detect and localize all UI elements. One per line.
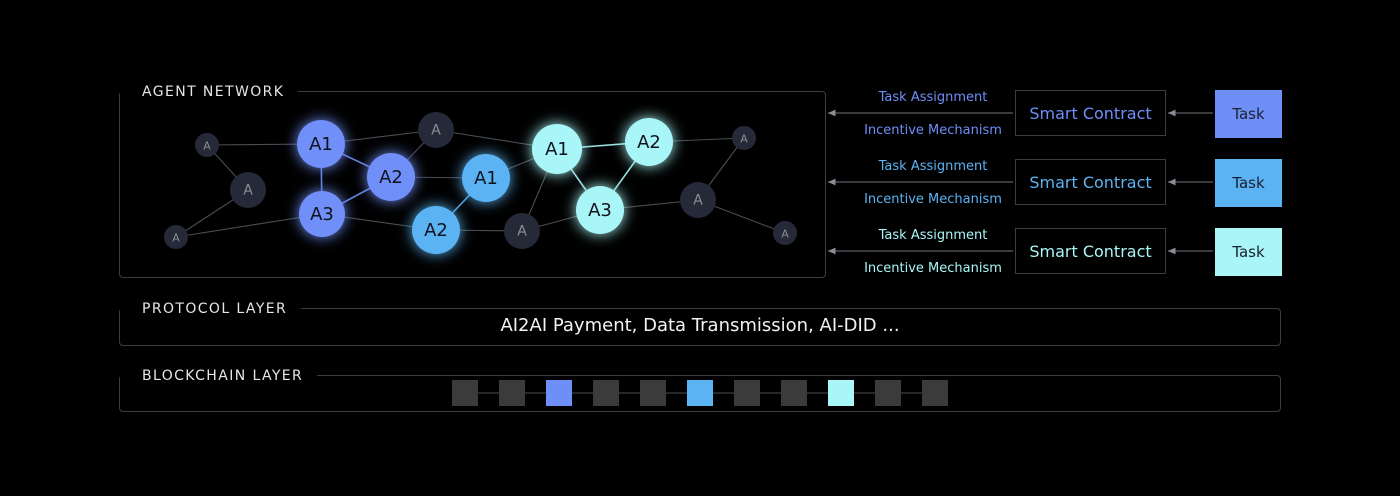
agent-node-n11: A1 [532, 124, 582, 174]
agent-node-n12: A3 [576, 186, 624, 234]
agent-node-n1: A [195, 133, 219, 157]
agent-node-label: A [243, 183, 253, 199]
task-assignment-label-3: Task Assignment [878, 228, 988, 243]
smart-contract-box-1: Smart Contract [1015, 90, 1166, 136]
task-box-3: Task [1215, 228, 1282, 276]
agent-node-n8: A1 [462, 154, 510, 202]
agent-node-n14: A [680, 182, 716, 218]
task-box-2: Task [1215, 159, 1282, 207]
smart-contract-box-2: Smart Contract [1015, 159, 1166, 205]
agent-node-n6: A2 [367, 153, 415, 201]
block-4 [593, 380, 619, 406]
incentive-mechanism-label-3: Incentive Mechanism [864, 261, 1002, 276]
block-3 [546, 380, 572, 406]
agent-node-label: A [172, 232, 180, 245]
protocol-layer-title: PROTOCOL LAYER [120, 299, 302, 319]
flow-arrows [828, 109, 1213, 255]
agent-node-label: A2 [424, 220, 448, 241]
block-2 [499, 380, 525, 406]
smart-contract-box-3: Smart Contract [1015, 228, 1166, 274]
block-6 [687, 380, 713, 406]
agent-node-n2: A [230, 172, 266, 208]
agent-node-n9: A2 [412, 206, 460, 254]
task-assignment-label-2: Task Assignment [878, 159, 988, 174]
agent-node-label: A1 [309, 134, 333, 155]
agent-node-label: A3 [310, 204, 334, 225]
protocol-layer-panel: PROTOCOL LAYER AI2AI Payment, Data Trans… [119, 299, 1281, 346]
agent-node-label: A [693, 193, 703, 209]
agent-node-label: A3 [588, 200, 612, 221]
agent-node-label: A [203, 140, 211, 153]
agent-node-n15: A [732, 126, 756, 150]
agent-node-label: A2 [637, 132, 661, 153]
block-1 [452, 380, 478, 406]
agent-node-label: A2 [379, 167, 403, 188]
network-edge-n3-n5 [175, 213, 323, 238]
incentive-mechanism-label-2: Incentive Mechanism [864, 192, 1002, 207]
agent-network-title: AGENT NETWORK [120, 82, 299, 102]
blockchain-blocks [452, 380, 948, 406]
block-7 [734, 380, 760, 406]
agent-node-n13: A2 [625, 118, 673, 166]
protocol-layer-text: AI2AI Payment, Data Transmission, AI-DID… [500, 315, 900, 336]
agent-node-label: A [517, 224, 527, 240]
block-5 [640, 380, 666, 406]
agent-node-label: A [781, 228, 789, 241]
agent-node-n16: A [773, 221, 797, 245]
agent-node-label: A1 [545, 139, 569, 160]
block-8 [781, 380, 807, 406]
agent-node-n3: A [164, 225, 188, 249]
agent-node-label: A [431, 123, 441, 139]
agent-network-panel: AGENT NETWORK [119, 82, 826, 278]
agent-node-n5: A3 [299, 191, 345, 237]
blockchain-layer-panel: BLOCKCHAIN LAYER [119, 366, 1281, 412]
block-9 [828, 380, 854, 406]
agent-node-label: A1 [474, 168, 498, 189]
agent-node-n7: A [418, 112, 454, 148]
blockchain-layer-title: BLOCKCHAIN LAYER [120, 366, 318, 386]
task-box-1: Task [1215, 90, 1282, 138]
block-11 [922, 380, 948, 406]
incentive-mechanism-label-1: Incentive Mechanism [864, 123, 1002, 138]
agent-node-label: A [740, 133, 748, 146]
block-10 [875, 380, 901, 406]
agent-node-n4: A1 [297, 120, 345, 168]
agent-node-n10: A [504, 213, 540, 249]
task-assignment-label-1: Task Assignment [878, 90, 988, 105]
